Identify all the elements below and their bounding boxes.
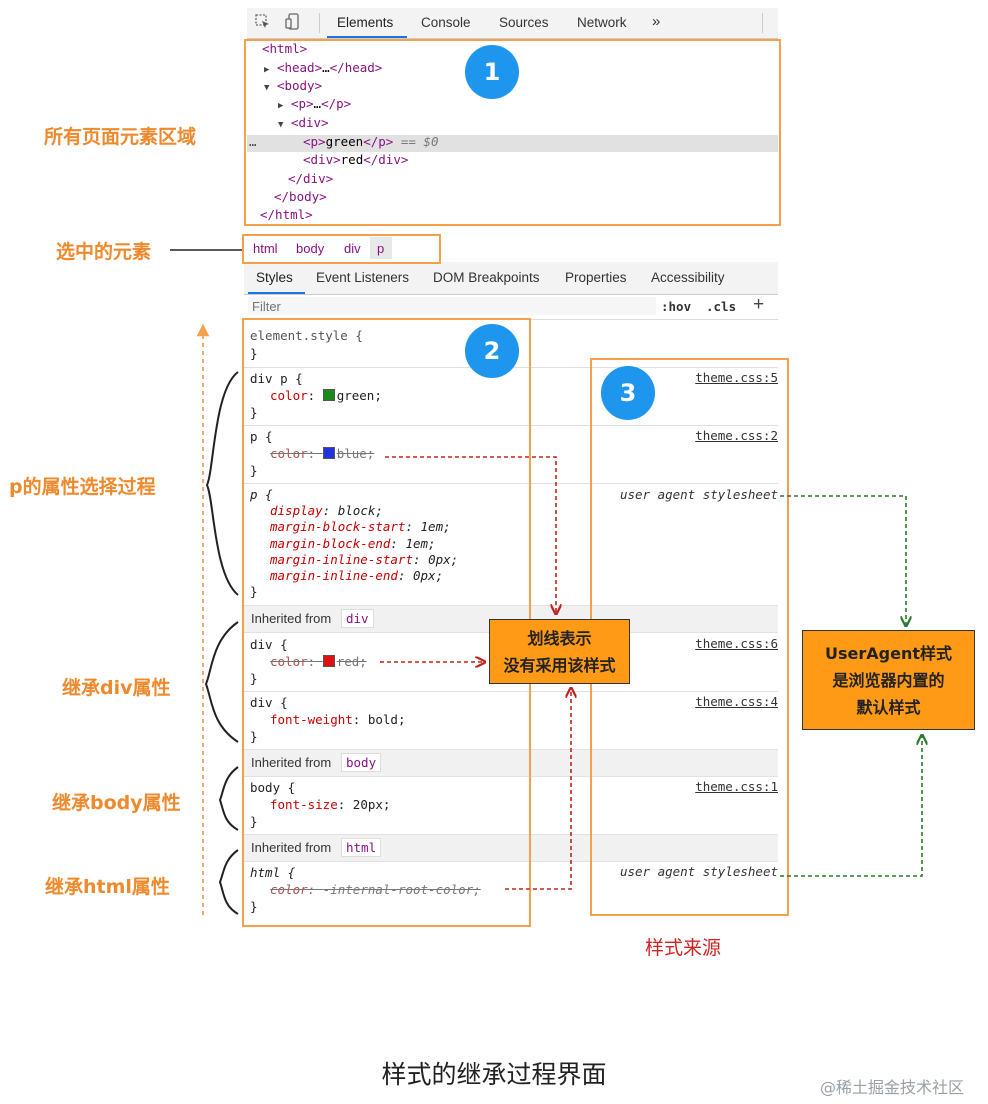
- tab-sources[interactable]: Sources: [499, 15, 549, 30]
- source-link[interactable]: theme.css:1: [695, 779, 778, 794]
- breadcrumb-p-selected[interactable]: [370, 237, 392, 259]
- toolbar-divider: [762, 13, 763, 33]
- tab-network[interactable]: Network: [577, 15, 627, 30]
- badge-1: 1: [465, 45, 519, 99]
- tab-console[interactable]: Console: [421, 15, 471, 30]
- badge-2: 2: [465, 324, 519, 378]
- rule-p-blue[interactable]: p { color: blue; }: [250, 429, 375, 478]
- dom-node-head[interactable]: ▶ <head>…</head>: [264, 60, 383, 75]
- color-swatch-blue[interactable]: [322, 447, 335, 459]
- note-user-agent: UserAgent样式是浏览器内置的默认样式: [802, 630, 975, 730]
- source-link[interactable]: theme.css:6: [695, 636, 778, 651]
- inherited-chip-div[interactable]: div: [341, 609, 374, 628]
- dom-node-div-close[interactable]: </div>: [288, 171, 334, 186]
- dom-node-html-close[interactable]: </html>: [260, 207, 313, 222]
- filter-bar: :hov .cls +: [244, 294, 778, 320]
- breadcrumb-html[interactable]: html: [253, 241, 278, 256]
- rule-div-red[interactable]: div { color: red; }: [250, 637, 367, 686]
- rule-body[interactable]: body { font-size: 20px; }: [250, 780, 391, 829]
- inherited-chip-body[interactable]: body: [341, 753, 382, 772]
- label-inherit-div: 继承div属性: [62, 677, 171, 699]
- dom-node-p-selected[interactable]: <p>green</p> == $0: [303, 134, 439, 149]
- badge-3: 3: [601, 366, 655, 420]
- source-link[interactable]: theme.css:5: [695, 370, 778, 385]
- label-all-elements: 所有页面元素区域: [44, 126, 197, 148]
- figure-caption: 样式的继承过程界面: [381, 1060, 607, 1089]
- tab-dom-breakpoints[interactable]: DOM Breakpoints: [433, 270, 540, 285]
- color-swatch-green[interactable]: [322, 389, 335, 401]
- breadcrumb-body[interactable]: body: [296, 241, 325, 256]
- dom-node-body[interactable]: ▼ <body>: [264, 78, 323, 93]
- tab-event-listeners[interactable]: Event Listeners: [316, 270, 410, 285]
- watermark: @稀土掘金技术社区: [820, 1078, 965, 1097]
- styles-filter-input[interactable]: [248, 297, 656, 315]
- tab-styles[interactable]: Styles: [256, 270, 293, 285]
- dom-node-html[interactable]: <html>: [262, 41, 308, 56]
- label-selected-element: 选中的元素: [56, 241, 152, 263]
- hov-toggle[interactable]: :hov: [661, 299, 692, 314]
- devtools-toolbar: Elements Console Sources Network »: [247, 8, 778, 39]
- more-tabs-icon[interactable]: »: [652, 13, 661, 30]
- styles-tabbar: Styles Event Listeners DOM Breakpoints P…: [244, 262, 778, 295]
- source-user-agent: user agent stylesheet: [619, 864, 778, 879]
- breadcrumb-div[interactable]: div: [344, 241, 361, 256]
- dom-node-p[interactable]: ▶ <p>…</p>: [278, 96, 352, 111]
- source-user-agent: user agent stylesheet: [619, 487, 778, 502]
- rule-div-p[interactable]: div p { color: green; }: [250, 371, 382, 420]
- dom-row-ellipsis[interactable]: …: [249, 134, 257, 149]
- label-inherit-html: 继承html属性: [45, 876, 170, 898]
- dom-node-div[interactable]: ▼ <div>: [278, 115, 329, 130]
- tab-elements[interactable]: Elements: [337, 15, 394, 30]
- label-inherit-body: 继承body属性: [52, 792, 181, 814]
- inherited-chip-html[interactable]: html: [341, 838, 382, 857]
- label-style-source: 样式来源: [645, 937, 722, 959]
- device-toggle-icon[interactable]: [285, 13, 301, 31]
- dom-node-div-red[interactable]: <div>red</div>: [303, 152, 409, 167]
- inspect-icon[interactable]: [255, 14, 271, 30]
- highlight-box-rules: [242, 318, 531, 927]
- dom-node-body-close[interactable]: </body>: [274, 189, 327, 204]
- source-link[interactable]: theme.css:4: [695, 694, 778, 709]
- tab-properties[interactable]: Properties: [565, 270, 627, 285]
- toolbar-divider: [319, 13, 320, 33]
- rule-element-style[interactable]: element.style {}: [250, 328, 363, 361]
- color-swatch-red[interactable]: [322, 655, 335, 667]
- dom-selected-row: [247, 135, 778, 152]
- highlight-box-elements: [244, 39, 781, 226]
- label-p-process: p的属性选择过程: [9, 476, 156, 498]
- active-subtab-underline: [248, 292, 305, 294]
- source-link[interactable]: theme.css:2: [695, 428, 778, 443]
- cls-toggle[interactable]: .cls: [706, 299, 737, 314]
- tab-accessibility[interactable]: Accessibility: [651, 270, 725, 285]
- note-strikethrough: 划线表示没有采用该样式: [489, 619, 630, 684]
- highlight-box-breadcrumb: [242, 234, 441, 264]
- breadcrumb-p[interactable]: p: [377, 241, 385, 256]
- rule-div-bold[interactable]: div { font-weight: bold; }: [250, 695, 406, 744]
- rule-html-user-agent[interactable]: html { color: -internal-root-color; }: [250, 865, 481, 914]
- new-rule-icon[interactable]: +: [753, 294, 765, 315]
- breadcrumb: html body div p: [244, 236, 440, 262]
- active-tab-underline: [327, 36, 407, 38]
